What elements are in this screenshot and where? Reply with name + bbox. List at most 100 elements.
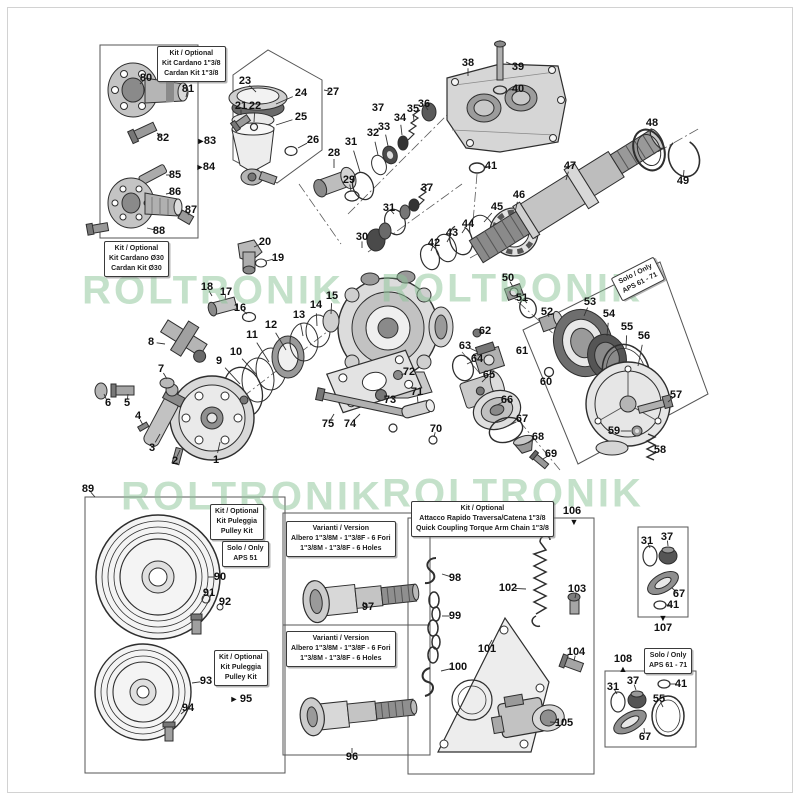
part-number-label: 21 bbox=[234, 100, 248, 112]
leader-line bbox=[241, 358, 257, 375]
part-number-label: 35 bbox=[406, 103, 420, 115]
leader-line bbox=[224, 367, 241, 385]
leader-line bbox=[90, 491, 96, 498]
leader-line bbox=[523, 299, 528, 304]
leader-line bbox=[514, 201, 518, 213]
part-number-label: 53 bbox=[583, 296, 597, 308]
part-number-label: 88 bbox=[152, 225, 166, 237]
part-number-label: 92 bbox=[218, 596, 232, 608]
leader-line bbox=[466, 360, 474, 365]
leader-line bbox=[647, 543, 651, 549]
leader-line bbox=[256, 342, 270, 363]
leader-line bbox=[643, 727, 646, 734]
kit-label-line: APS 51 bbox=[233, 555, 258, 563]
part-number-label: 54 bbox=[602, 308, 616, 320]
part-number-label: 94 bbox=[181, 702, 195, 714]
leader-line bbox=[156, 132, 161, 137]
part-number-label: 48 bbox=[645, 117, 659, 129]
part-number-label: 50 bbox=[501, 272, 515, 284]
part-number-label: 106 bbox=[562, 505, 582, 517]
leader-line bbox=[176, 449, 181, 457]
part-number-label: 37 bbox=[420, 182, 434, 194]
part-number-label: 75 bbox=[321, 418, 335, 430]
leader-line bbox=[671, 587, 677, 592]
leader-line bbox=[425, 106, 429, 111]
kit-label-line: Pulley Kit bbox=[224, 674, 257, 682]
kit-box-small-parts bbox=[610, 545, 685, 737]
part-number-label: 9 bbox=[215, 355, 223, 367]
leader-line bbox=[362, 601, 367, 606]
part-number-label: 19 bbox=[271, 252, 285, 264]
leader-line bbox=[606, 322, 609, 337]
leader-line bbox=[249, 85, 257, 93]
part-number-label: 81 bbox=[181, 83, 195, 95]
leader-line bbox=[349, 184, 352, 192]
leader-line bbox=[633, 684, 637, 691]
kit-arrow-marker: ▼ bbox=[658, 613, 668, 623]
part-number-label: 44 bbox=[461, 218, 475, 230]
part-number-label: 31 bbox=[344, 136, 358, 148]
kit-arrow-marker: ► bbox=[195, 162, 205, 172]
leader-line bbox=[390, 210, 395, 215]
part-number-label: 15 bbox=[325, 290, 339, 302]
leader-line bbox=[154, 433, 161, 443]
part-number-label: 13 bbox=[292, 309, 306, 321]
part-number-label: 82 bbox=[156, 132, 170, 144]
leader-line bbox=[139, 80, 144, 85]
part-number-label: 40 bbox=[511, 83, 525, 95]
leader-line bbox=[441, 573, 450, 577]
part-number-label: 95 bbox=[239, 693, 253, 705]
part-number-label: 49 bbox=[676, 175, 690, 187]
part-number-label: 97 bbox=[361, 601, 375, 613]
leader-line bbox=[253, 243, 261, 248]
part-number-label: 60 bbox=[539, 376, 553, 388]
part-number-label: 105 bbox=[554, 717, 574, 729]
leader-line bbox=[208, 290, 213, 297]
part-number-label: 74 bbox=[343, 418, 357, 430]
variant-shaft-parts bbox=[299, 580, 420, 737]
kit-label-line: Albero 1"3/8M - 1"3/8F - 6 Fori bbox=[291, 535, 391, 543]
part-number-label: 45 bbox=[490, 201, 504, 213]
leader-line bbox=[353, 150, 361, 173]
part-number-label: 28 bbox=[327, 147, 341, 159]
part-number-label: 30 bbox=[355, 231, 369, 243]
part-number-label: 72 bbox=[402, 366, 416, 378]
leader-line bbox=[224, 295, 227, 301]
cylinder-head bbox=[446, 40, 567, 174]
leader-line bbox=[446, 236, 451, 243]
part-number-label: 73 bbox=[383, 394, 397, 406]
leader-line bbox=[565, 171, 569, 181]
leader-line bbox=[330, 303, 333, 315]
part-number-label: 91 bbox=[202, 587, 216, 599]
valve-train-parts bbox=[313, 102, 437, 252]
kit-label-line: Attacco Rapido Traversa/Catena 1"3/8 bbox=[419, 515, 546, 523]
part-number-label: 86 bbox=[168, 186, 182, 198]
part-number-label: 89 bbox=[81, 483, 95, 495]
part-number-label: 6 bbox=[104, 397, 112, 409]
torque-arm-parts bbox=[421, 535, 585, 753]
reservoir-parts bbox=[228, 85, 298, 186]
leader-line bbox=[515, 587, 527, 590]
pulley-parts bbox=[94, 514, 224, 742]
part-number-label: 4 bbox=[134, 410, 142, 422]
part-number-label: 52 bbox=[540, 306, 554, 318]
leader-line bbox=[156, 342, 166, 345]
leader-line bbox=[549, 721, 559, 724]
leader-line bbox=[483, 212, 493, 223]
leader-line bbox=[412, 114, 415, 123]
kit-label-line: Kit / Optional bbox=[460, 505, 505, 512]
part-number-label: 37 bbox=[371, 102, 385, 114]
part-number-label: 65 bbox=[482, 369, 496, 381]
kit-label-line: Albero 1"3/8M - 1"3/8F - 6 Fori bbox=[291, 645, 391, 653]
diaphragm-group bbox=[472, 282, 674, 461]
kit-label-line: Kit / Optional bbox=[219, 654, 263, 661]
leader-line bbox=[496, 401, 504, 406]
part-number-label: 98 bbox=[448, 572, 462, 584]
leader-line bbox=[527, 439, 535, 444]
leader-line bbox=[507, 88, 515, 91]
